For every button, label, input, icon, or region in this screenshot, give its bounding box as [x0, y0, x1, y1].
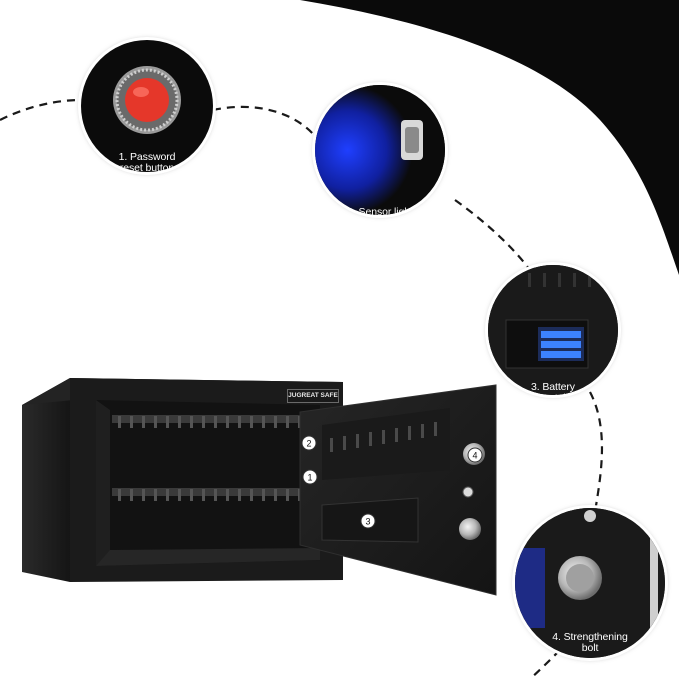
- reset-button-icon: [113, 66, 181, 134]
- guide-line: [212, 105, 319, 141]
- door-marker: 1: [307, 473, 312, 483]
- callout-label: 4. Strengthening bolt: [552, 631, 628, 654]
- bolt-icon: [515, 508, 665, 658]
- callout-label: 2. Sensor light: [347, 206, 413, 216]
- corner-panel: [300, 0, 679, 275]
- safe-interior: [96, 400, 320, 566]
- door-marker: 3: [365, 517, 370, 527]
- door-marker-badges: 2 1 3 4: [301, 435, 483, 529]
- interior-floor: [96, 548, 320, 566]
- door-hook-panel: [322, 408, 450, 480]
- callout-sensor-light: 2. Sensor light: [315, 85, 445, 215]
- sensor-light-icon: [315, 85, 445, 215]
- safe-side-wall: [22, 378, 70, 582]
- guide-line: [589, 391, 604, 513]
- interior-wall: [96, 400, 110, 566]
- guide-line: [454, 199, 531, 271]
- callout-label: 1. Password reset button: [118, 151, 176, 173]
- guide-line: [0, 98, 81, 121]
- callout-battery: 3. Battery mountable: [488, 265, 618, 395]
- door-marker: 2: [306, 439, 311, 449]
- callout-strengthening-bolt: 4. Strengthening bolt: [515, 508, 665, 658]
- callout-label: 3. Battery mountable: [529, 381, 577, 396]
- battery-icon: [488, 265, 618, 395]
- strengthening-bolt-bottom: [459, 518, 481, 540]
- brand-plate: JUGREAT SAFE: [287, 389, 339, 403]
- door-marker: 4: [472, 451, 477, 461]
- callout-password-reset: 1. Password reset button: [81, 40, 213, 172]
- door-key-hooks: [330, 422, 437, 452]
- lock-screw: [462, 486, 474, 498]
